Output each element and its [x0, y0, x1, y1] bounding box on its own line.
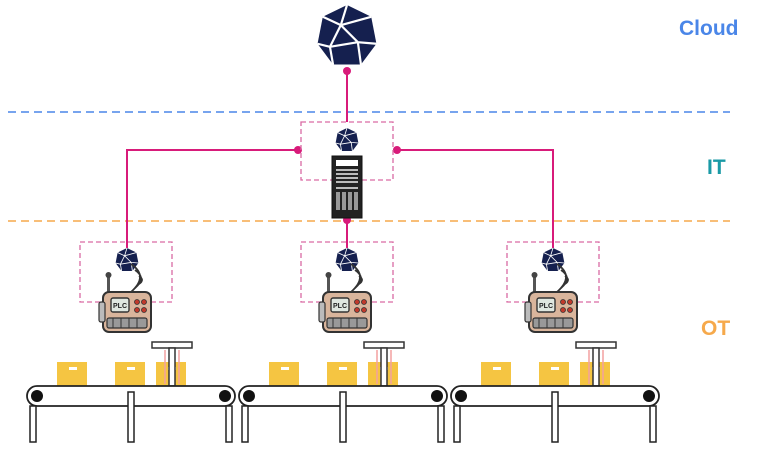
zone-label-cloud: Cloud — [679, 17, 739, 40]
plc-box-3 — [506, 241, 600, 303]
conveyor-line-2 — [238, 341, 448, 443]
cloud-node-icon — [316, 3, 378, 66]
plc-box-2 — [300, 241, 394, 303]
gateway-node-icon — [335, 127, 359, 152]
conveyor-line-1 — [26, 341, 236, 443]
conveyor-line-3 — [450, 341, 660, 443]
plc-controller-icon-3 — [524, 263, 578, 333]
server-rack-icon — [331, 155, 363, 219]
plc-controller-icon-2 — [318, 263, 372, 333]
zone-label-it: IT — [707, 156, 726, 179]
plc-box-1 — [79, 241, 173, 303]
zone-label-ot: OT — [701, 317, 731, 340]
plc-controller-icon-1 — [98, 263, 152, 333]
